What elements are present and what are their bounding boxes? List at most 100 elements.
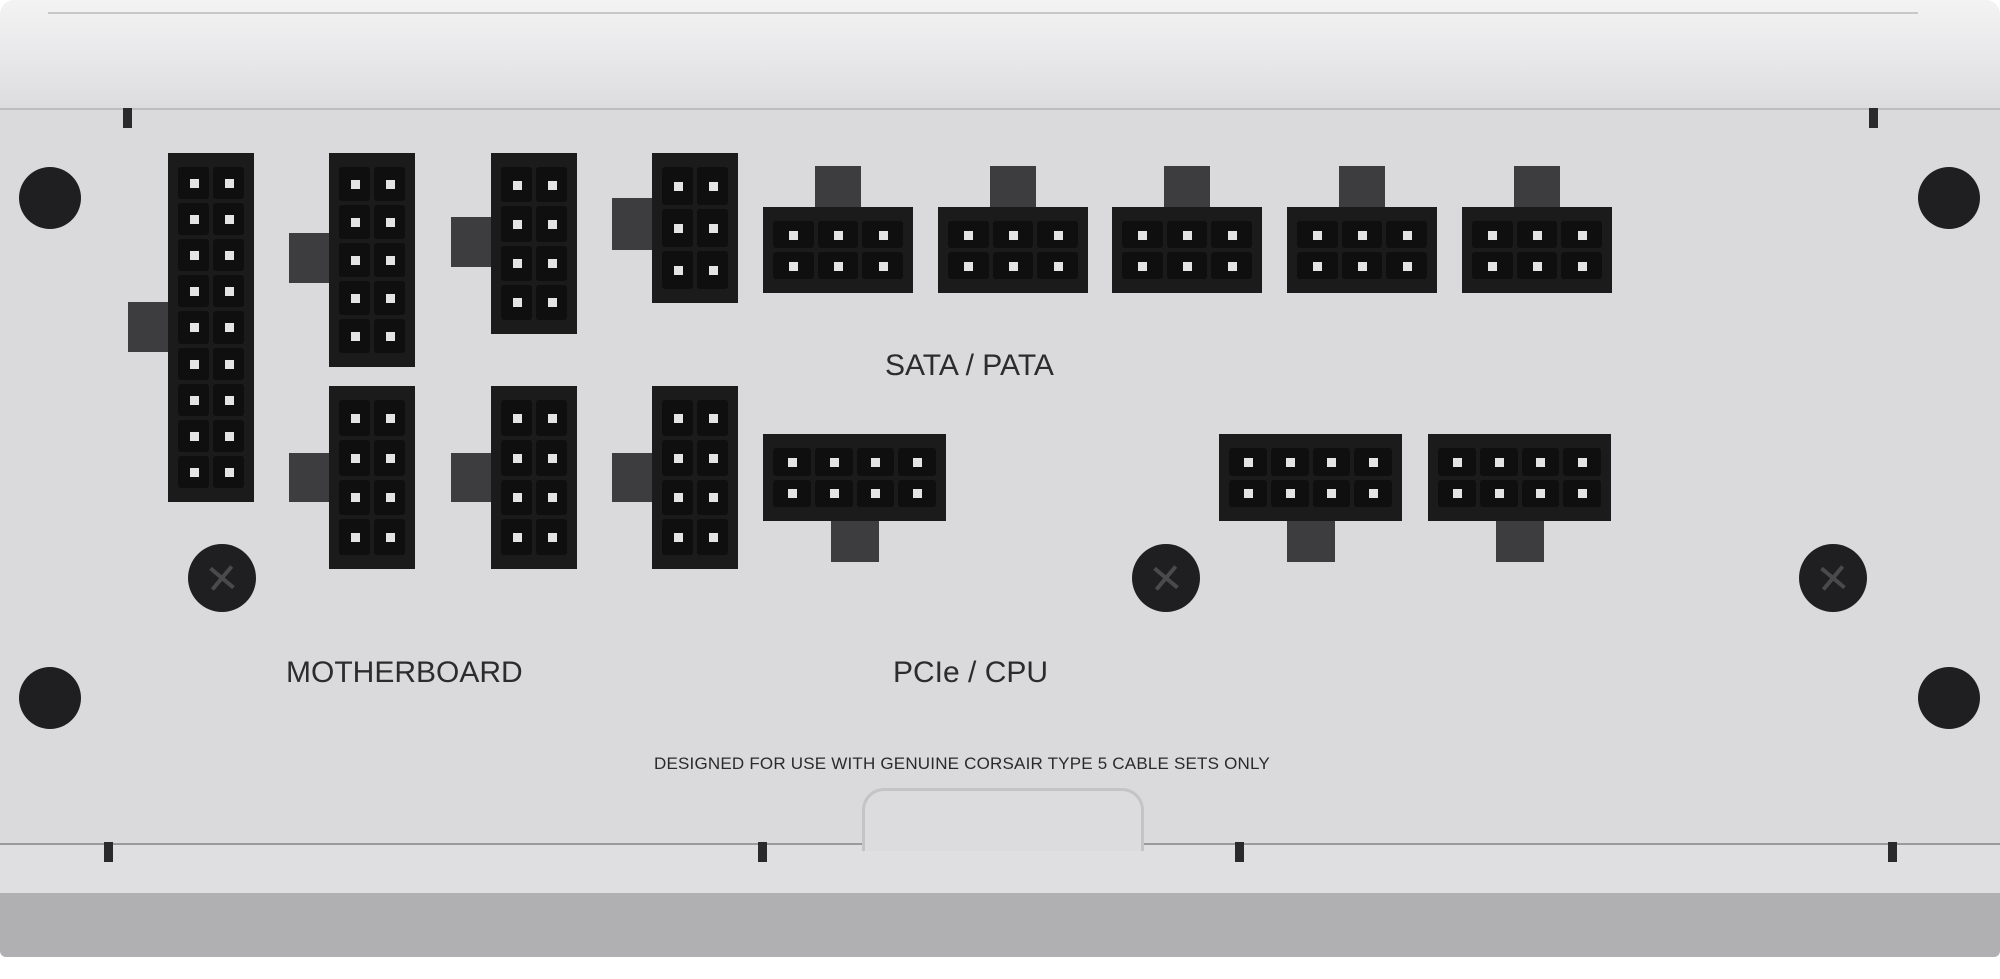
sata-connector[interactable] xyxy=(763,207,913,293)
psu-top-edge xyxy=(0,0,2000,110)
pin-socket xyxy=(374,167,405,201)
pin-socket xyxy=(1561,221,1602,248)
pin-socket xyxy=(339,319,370,353)
pin-socket xyxy=(697,439,728,476)
pcie-cpu-label: PCIe / CPU xyxy=(893,656,1049,689)
pin-socket xyxy=(862,252,903,279)
pin-socket xyxy=(662,209,693,247)
pin-socket xyxy=(536,400,567,436)
pin-socket xyxy=(814,479,853,507)
pin-socket xyxy=(178,167,209,200)
panel-lower-edge xyxy=(0,843,2000,895)
pin-socket xyxy=(898,479,936,507)
pin-socket xyxy=(1297,221,1338,248)
edge-line xyxy=(48,12,1918,14)
pin-socket xyxy=(1122,221,1163,248)
pin-socket xyxy=(213,383,244,416)
pin-socket xyxy=(773,479,811,507)
edge-tick xyxy=(1869,108,1878,128)
edge-tick xyxy=(1888,842,1897,862)
pcie-cpu-connector[interactable] xyxy=(1428,434,1611,521)
sata-connector[interactable] xyxy=(1112,207,1262,293)
sata-connector[interactable] xyxy=(1287,207,1437,293)
motherboard-connector-bottom[interactable] xyxy=(329,386,415,569)
edge-tick xyxy=(758,842,767,862)
pin-socket xyxy=(1516,221,1558,248)
motherboard-connector-top[interactable] xyxy=(329,153,415,367)
pin-socket xyxy=(501,519,532,555)
motherboard-24pin-connector[interactable] xyxy=(168,153,254,502)
pin-socket xyxy=(697,479,728,516)
psu-bottom-edge xyxy=(0,893,2000,957)
pin-socket xyxy=(1037,221,1078,248)
corner-screw-icon xyxy=(19,667,81,729)
pin-socket xyxy=(213,347,244,380)
pin-socket xyxy=(1211,252,1252,279)
pin-socket xyxy=(374,243,405,277)
pin-socket xyxy=(178,383,209,416)
sata-connector[interactable] xyxy=(1462,207,1612,293)
motherboard-connector-top[interactable] xyxy=(652,153,738,303)
pin-socket xyxy=(1479,448,1518,476)
pin-socket xyxy=(1521,479,1560,507)
pin-socket xyxy=(1472,252,1513,279)
connector-latch xyxy=(1287,518,1335,562)
pin-socket xyxy=(501,206,532,242)
pin-socket xyxy=(1438,479,1476,507)
pin-socket xyxy=(1354,479,1392,507)
connector-latch xyxy=(451,217,493,267)
sata-connector[interactable] xyxy=(938,207,1088,293)
pin-socket xyxy=(1166,252,1208,279)
pin-socket xyxy=(213,203,244,236)
connector-latch xyxy=(1164,166,1210,210)
pin-socket xyxy=(1386,221,1427,248)
pin-socket xyxy=(992,221,1034,248)
pcie-cpu-connector[interactable] xyxy=(1219,434,1402,521)
pin-socket xyxy=(1472,221,1513,248)
pin-socket xyxy=(856,479,895,507)
motherboard-connector-bottom[interactable] xyxy=(652,386,738,569)
pin-socket xyxy=(662,400,693,436)
pin-socket xyxy=(213,275,244,308)
connector-latch xyxy=(289,453,331,502)
pin-socket xyxy=(697,251,728,289)
pin-socket xyxy=(1270,448,1309,476)
pin-socket xyxy=(773,252,814,279)
pin-socket xyxy=(374,519,405,555)
pin-socket xyxy=(948,221,989,248)
pin-socket xyxy=(374,400,405,436)
pin-socket xyxy=(1312,479,1351,507)
pin-socket xyxy=(374,205,405,239)
pin-socket xyxy=(1386,252,1427,279)
pin-socket xyxy=(1211,221,1252,248)
pin-socket xyxy=(536,167,567,203)
motherboard-connector-top[interactable] xyxy=(491,153,577,334)
pin-socket xyxy=(1122,252,1163,279)
phillips-screw-icon xyxy=(1799,544,1867,612)
pin-socket xyxy=(339,479,370,516)
pin-socket xyxy=(178,455,209,488)
connector-latch xyxy=(1339,166,1385,210)
pin-socket xyxy=(339,519,370,555)
pin-socket xyxy=(374,479,405,516)
pin-socket xyxy=(213,167,244,200)
pin-socket xyxy=(536,245,567,281)
pin-socket xyxy=(536,284,567,320)
pin-socket xyxy=(697,519,728,555)
pin-socket xyxy=(536,206,567,242)
pin-socket xyxy=(697,209,728,247)
pin-socket xyxy=(856,448,895,476)
pin-socket xyxy=(178,347,209,380)
motherboard-connector-bottom[interactable] xyxy=(491,386,577,569)
connector-latch xyxy=(451,453,493,502)
pcie-cpu-connector[interactable] xyxy=(763,434,946,521)
panel-notch xyxy=(862,788,1144,851)
pin-socket xyxy=(339,205,370,239)
pin-socket xyxy=(862,221,903,248)
pin-socket xyxy=(1521,448,1560,476)
pin-socket xyxy=(948,252,989,279)
pin-socket xyxy=(662,519,693,555)
pin-socket xyxy=(178,419,209,452)
connector-latch xyxy=(831,518,879,562)
pin-socket xyxy=(1438,448,1476,476)
